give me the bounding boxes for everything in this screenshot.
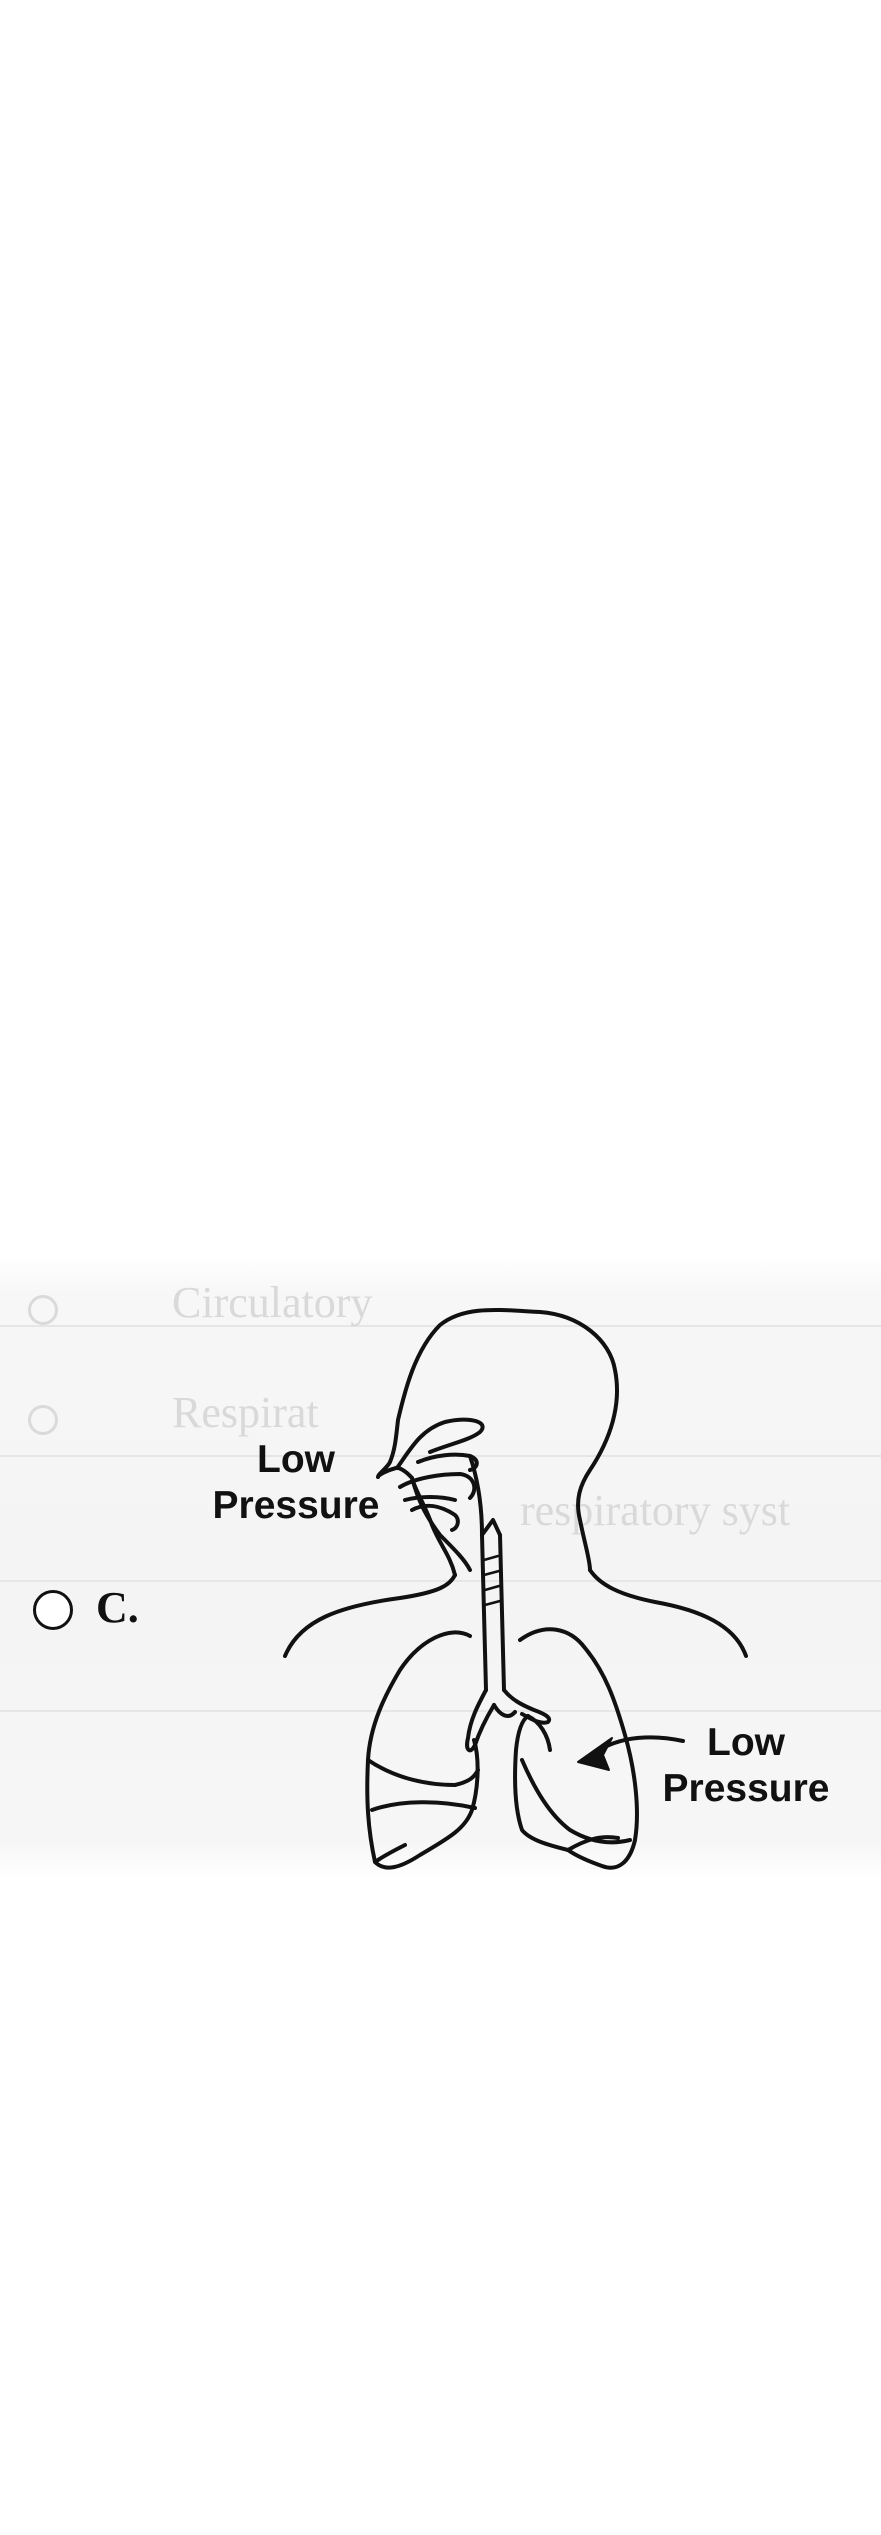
bleed-divider <box>0 1580 881 1582</box>
bleed-text: Respirat <box>172 1388 319 1437</box>
arrow-head-icon <box>577 1737 613 1771</box>
label-mouth-pressure: Low Pressure <box>196 1437 396 1529</box>
esophagus <box>480 1518 502 1537</box>
shoulder-outline <box>283 1573 457 1658</box>
lung-right-lobe <box>366 1758 480 1787</box>
label-lung-pressure: Low Pressure <box>646 1720 846 1812</box>
trachea <box>480 1533 488 1692</box>
bleed-text: Circulatory <box>172 1278 373 1327</box>
oral-cavity <box>403 1495 457 1502</box>
trachea <box>498 1533 506 1692</box>
option-c-radio-button[interactable] <box>33 1590 73 1630</box>
lung-left-lobe <box>566 1835 620 1852</box>
lung-right-lobe <box>370 1800 477 1812</box>
lung-left-inner <box>526 1714 552 1752</box>
lung-right <box>365 1630 480 1870</box>
oral-cavity <box>398 1472 477 1500</box>
bleed-through-region: Circulatory Respirat respiratory syst <box>0 1255 881 1880</box>
label-lung-line2: Pressure <box>662 1767 830 1810</box>
bleed-text: respiratory syst <box>520 1486 791 1535</box>
bleed-radio-icon <box>28 1295 58 1325</box>
lung-left <box>513 1627 639 1870</box>
option-c-letter: C. <box>96 1583 139 1632</box>
shoulder-outline <box>588 1568 748 1658</box>
pressure-arrow <box>577 1735 685 1771</box>
lung-left-lobe <box>520 1758 632 1845</box>
label-lung-line1: Low <box>707 1721 785 1764</box>
nasal-cavity <box>416 1452 479 1472</box>
head-outline <box>376 1307 619 1577</box>
trachea-rings <box>482 1554 502 1607</box>
label-mouth-line2: Pressure <box>212 1484 380 1527</box>
label-mouth-line1: Low <box>257 1438 335 1481</box>
jaw-line <box>410 1476 472 1572</box>
bronchus-detail <box>492 1703 517 1718</box>
bleed-divider <box>0 1710 881 1712</box>
pharynx <box>468 1454 484 1537</box>
lung-right-base <box>373 1843 407 1864</box>
bronchus-left <box>465 1688 496 1753</box>
bleed-radio-icon <box>28 1405 58 1435</box>
nasal-cavity <box>395 1417 485 1470</box>
